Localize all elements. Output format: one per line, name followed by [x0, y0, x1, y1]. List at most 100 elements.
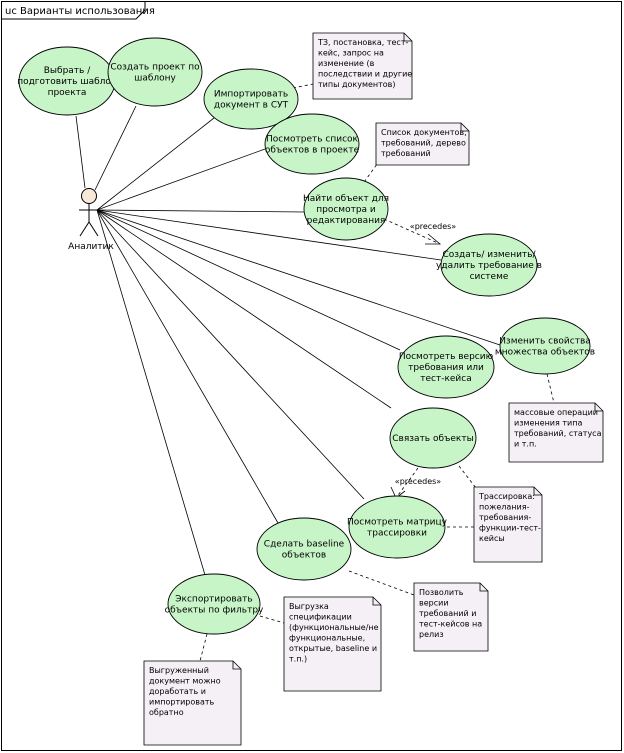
use-case-label-line: трассировки: [367, 529, 427, 539]
use-case-ellipse: [303, 177, 389, 241]
note-text-line: кейс, запрос на: [318, 49, 384, 58]
use-case-label-line: Выбрать /: [44, 66, 91, 76]
use-case-ellipse: [348, 495, 446, 559]
use-case-label-line: Найти объект для: [303, 194, 389, 204]
use-case-uc9[interactable]: Связать объекты: [389, 407, 477, 469]
note-connector-n4: [458, 465, 477, 489]
use-case-label-line: Посмотреть список: [266, 135, 359, 145]
note-fold: [403, 33, 412, 42]
note-text-line: требований, статуса: [514, 429, 602, 438]
use-case-label-line: Импортировать: [214, 90, 288, 100]
note-text-line: типы документов): [318, 80, 396, 89]
note-fold: [232, 661, 241, 670]
note-text-line: изменение (в: [318, 59, 375, 68]
use-case-ellipse: [256, 517, 352, 581]
use-case-ellipse: [389, 407, 477, 469]
precedes-dependency-2: «precedes»: [390, 467, 441, 499]
note-text-line: документ можно: [149, 677, 221, 686]
use-case-label-line: удалить требование в: [436, 261, 542, 271]
note-body: [312, 32, 413, 100]
note-text-line: спецификации: [289, 613, 352, 622]
association-uc9: [96, 209, 392, 409]
use-case-label-line: редактирования: [307, 216, 386, 226]
use-case-label-line: просмотра и: [316, 205, 376, 215]
use-case-ellipse: [499, 317, 591, 375]
note-text-line: функции-тест-: [479, 524, 541, 533]
note-text-line: изменения типа: [514, 419, 582, 428]
note-text-line: Выгрузка: [289, 602, 329, 611]
use-case-label-line: объектов в проекте: [265, 146, 360, 156]
note-text-line: Позволить: [419, 588, 464, 597]
use-case-label-line: шаблону: [134, 74, 176, 84]
precedes-dependency-1: «precedes»: [383, 218, 456, 245]
note-n6: Выгрузкаспецификации(функциональные/нефу…: [283, 596, 382, 692]
use-case-label-line: Посмотреть версию: [399, 352, 494, 362]
association-uc10: [96, 209, 365, 500]
note-body: [283, 596, 382, 692]
note-text-line: ТЗ, постановка, тест-: [317, 38, 408, 47]
actor-head: [81, 188, 97, 204]
note-body: [473, 486, 543, 563]
note-text-line: и т.п.: [514, 440, 537, 449]
associations: [75, 105, 501, 576]
use-case-label-line: Связать объекты: [392, 434, 473, 444]
note-text-line: Список документов,: [381, 128, 467, 137]
use-case-label-line: Посмотреть матрицу: [347, 518, 448, 528]
use-case-label-line: Изменить свойства: [499, 337, 591, 347]
note-n3: массовые операции изменения типатребовани…: [508, 402, 604, 463]
note-text-line: версии: [419, 599, 449, 608]
note-text-line: требования-: [479, 513, 531, 522]
actor-analyst[interactable]: [79, 188, 99, 237]
use-case-ellipse: [107, 37, 203, 107]
note-n4: Трассировка:пожелания-требования-функции…: [473, 486, 543, 563]
association-uc1: [75, 115, 86, 189]
note-n1: ТЗ, постановка, тест-кейс, запрос наизме…: [312, 32, 413, 100]
note-text-line: последствии и другие: [318, 70, 412, 79]
association-uc6: [96, 209, 442, 261]
association-uc11: [96, 209, 279, 524]
note-text-line: Выгруженный: [149, 666, 209, 675]
note-fold: [533, 487, 542, 496]
use-case-label-line: системе: [470, 272, 509, 282]
note-text-line: (функциональные/не: [289, 623, 379, 632]
note-fold: [372, 597, 381, 606]
use-case-label-line: документ в СУТ: [214, 101, 289, 111]
association-uc12: [96, 209, 206, 576]
note-body: [413, 582, 489, 652]
note-text-line: массовые операции: [514, 408, 598, 417]
use-case-label-line: требования или: [408, 363, 484, 373]
note-text-line: т.п.): [289, 655, 307, 664]
frame-title: uc Варианты использования: [5, 6, 155, 17]
note-body: [375, 122, 470, 166]
note-n2: Список документов,требований, деревотреб…: [375, 122, 470, 166]
use-case-uc6[interactable]: Создать/ изменить/удалить требование вси…: [436, 233, 542, 297]
note-text-line: кейсы: [479, 534, 505, 543]
use-case-label-line: множества объектов: [495, 348, 595, 358]
note-text-line: требований и: [419, 609, 476, 618]
association-uc2: [94, 105, 137, 191]
association-uc4: [96, 148, 266, 211]
use-case-ellipse: [397, 335, 495, 399]
association-uc8: [96, 209, 401, 351]
use-case-label-line: Сделать baseline: [264, 540, 345, 550]
association-uc5: [96, 209, 305, 213]
note-body: [508, 402, 604, 463]
use-case-label-line: Создать проект по: [110, 63, 200, 73]
note-connector-n3: [546, 373, 555, 404]
use-case-ellipse: [440, 233, 538, 297]
use-case-label-line: Создать/ изменить/: [442, 250, 536, 260]
note-text-line: требований, дерево: [381, 139, 466, 148]
